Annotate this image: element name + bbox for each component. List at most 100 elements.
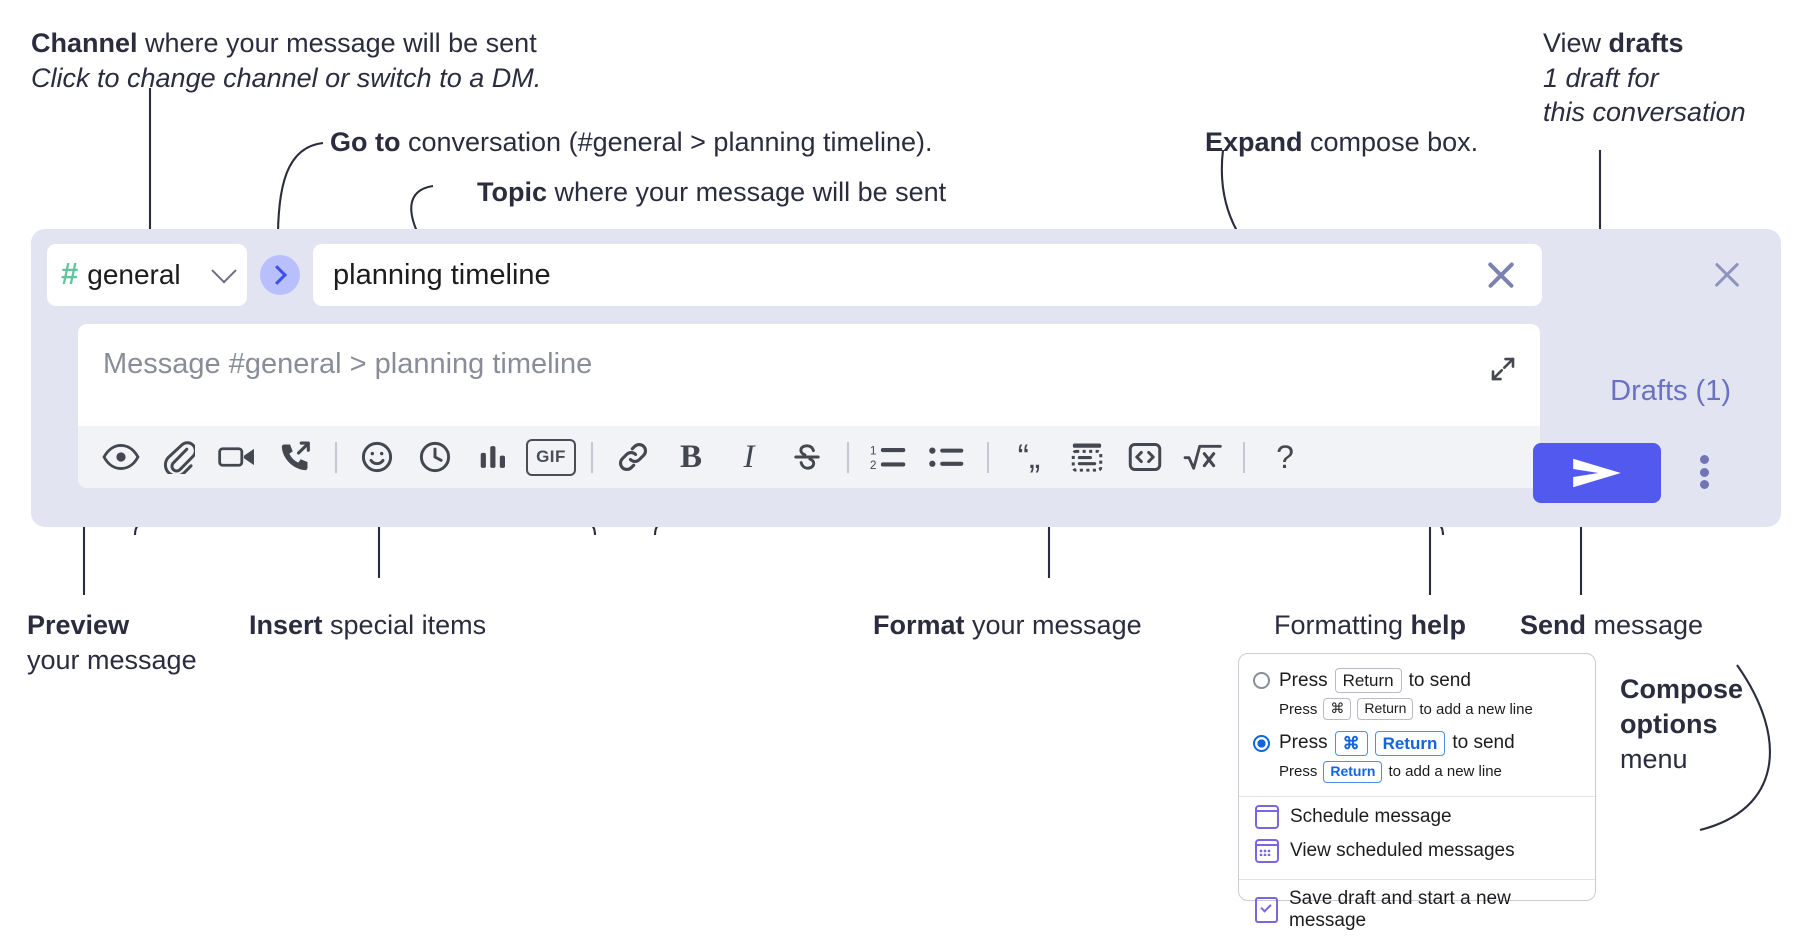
option1-sub-post: to add a new line <box>1419 700 1533 718</box>
annotation-goto-bold: Go to <box>330 127 401 157</box>
menu-item-save-draft[interactable]: Save draft and start a new message <box>1239 880 1595 940</box>
code-block-icon[interactable] <box>1058 431 1116 483</box>
emoji-icon[interactable] <box>348 431 406 483</box>
annotation-help-plain: Formatting <box>1274 610 1411 640</box>
annotation-drafts-bold: drafts <box>1608 28 1684 58</box>
hash-icon: # <box>61 255 79 291</box>
gif-label: GIF <box>526 438 576 476</box>
annotation-send-bold: Send <box>1520 610 1587 640</box>
option2-sub-pre: Press <box>1279 763 1318 781</box>
annotation-drafts-plain: View <box>1543 28 1609 58</box>
channel-name: general <box>87 259 181 290</box>
annotation-send: Send message <box>1520 608 1703 643</box>
option1-pre: Press <box>1279 669 1328 691</box>
annotation-expand: Expand compose box. <box>1205 125 1478 160</box>
svg-text:2: 2 <box>870 460 876 472</box>
clear-topic-icon[interactable] <box>1484 258 1518 292</box>
send-option-return[interactable]: Press Return to send Press ⌘ Return to a… <box>1239 668 1595 720</box>
reminder-clock-icon[interactable] <box>406 431 464 483</box>
annotation-compose-options-plain: menu <box>1620 744 1688 775</box>
annotation-preview-bold: Preview <box>27 610 130 640</box>
annotation-send-rest: message <box>1586 610 1704 640</box>
channel-selector[interactable]: # general <box>47 244 247 306</box>
annotation-compose-options-bold1: Compose <box>1620 674 1744 704</box>
gif-icon[interactable]: GIF <box>522 431 580 483</box>
menu-item-schedule-message[interactable]: Schedule message <box>1239 797 1595 837</box>
compose-options-menu: Press Return to send Press ⌘ Return to a… <box>1238 653 1596 931</box>
separator-2 <box>591 441 593 473</box>
menu-item-label: View scheduled messages <box>1290 839 1515 861</box>
compose-options-button[interactable] <box>1699 455 1709 489</box>
separator-4 <box>987 441 989 473</box>
send-paper-plane-icon <box>1573 458 1621 488</box>
italic-label: I <box>743 438 755 475</box>
radio-cmd-return[interactable] <box>1253 734 1270 752</box>
key-return-2: Return <box>1374 730 1446 756</box>
radio-return[interactable] <box>1253 672 1270 689</box>
chevron-right-icon <box>267 265 288 285</box>
bold-icon[interactable]: B <box>662 431 720 483</box>
key-command: ⌘ <box>1323 698 1352 720</box>
expand-compose-icon[interactable] <box>1488 354 1518 384</box>
annotation-expand-bold: Expand <box>1205 127 1303 157</box>
annotation-insert-rest: special items <box>322 610 487 640</box>
annotation-channel-rest: where your message will be sent <box>137 28 537 58</box>
link-icon[interactable] <box>604 431 662 483</box>
option2-pre: Press <box>1279 732 1328 754</box>
annotation-insert-bold: Insert <box>249 610 323 640</box>
chevron-down-icon <box>211 258 237 284</box>
preview-icon[interactable] <box>92 431 150 483</box>
annotation-channel-bold: Channel <box>31 28 138 58</box>
menu-item-label: Save draft and start a new message <box>1289 888 1511 932</box>
close-compose-icon[interactable] <box>1711 259 1743 291</box>
annotation-compose-options-bold2: options <box>1620 709 1718 740</box>
annotation-preview-line2: your message <box>27 644 197 675</box>
annotation-format-rest: your message <box>964 610 1142 640</box>
video-clip-icon[interactable] <box>208 431 266 483</box>
inline-code-icon[interactable] <box>1116 431 1174 483</box>
blockquote-icon[interactable]: “„ <box>1000 431 1058 483</box>
audio-clip-icon[interactable] <box>266 431 324 483</box>
compose-panel: # general planning timeline Message #gen… <box>31 229 1781 527</box>
drafts-link[interactable]: Drafts (1) <box>1610 375 1731 407</box>
annotation-format-bold: Format <box>873 610 965 640</box>
ordered-list-icon[interactable]: 1 2 <box>860 431 918 483</box>
italic-icon[interactable]: I <box>720 431 778 483</box>
annotation-goto: Go to conversation (#general > planning … <box>330 125 933 160</box>
topic-value: planning timeline <box>333 258 551 291</box>
goto-conversation-button[interactable] <box>260 255 300 295</box>
key-return-sub: Return <box>1357 698 1414 720</box>
bulleted-list-icon[interactable] <box>918 431 976 483</box>
message-placeholder: Message #general > planning timeline <box>103 348 593 380</box>
annotation-drafts-italic-1: 1 draft for <box>1543 62 1659 93</box>
poll-bars-icon[interactable] <box>464 431 522 483</box>
annotation-drafts-italic-2: this conversation <box>1543 97 1746 128</box>
menu-item-view-scheduled[interactable]: View scheduled messages <box>1239 837 1595 871</box>
menu-divider-2 <box>1239 878 1595 881</box>
strikethrough-icon[interactable] <box>778 431 836 483</box>
document-check-icon <box>1255 897 1278 924</box>
send-option-cmd-return[interactable]: Press ⌘ Return to send Press Return to a… <box>1239 730 1595 783</box>
message-input-box[interactable]: Message #general > planning timeline <box>78 324 1540 488</box>
formatting-help-icon[interactable]: ? <box>1256 431 1314 483</box>
bold-label: B <box>679 438 702 475</box>
option2-sub-post: to add a new line <box>1388 763 1502 781</box>
math-icon[interactable] <box>1174 431 1232 483</box>
separator-1 <box>335 441 337 473</box>
annotation-channel-italic: Click to change channel or switch to a D… <box>31 62 542 93</box>
annotation-topic-bold: Topic <box>477 177 547 207</box>
option2-post: to send <box>1452 732 1515 754</box>
svg-text:1: 1 <box>870 445 876 457</box>
attachment-icon[interactable] <box>150 431 208 483</box>
annotation-goto-rest: conversation (#general > planning timeli… <box>400 127 933 157</box>
topic-input[interactable]: planning timeline <box>313 244 1542 306</box>
key-command-2: ⌘ <box>1334 730 1368 756</box>
formatting-toolbar: GIF B I <box>78 426 1540 488</box>
menu-divider-1 <box>1239 795 1595 797</box>
send-button[interactable] <box>1533 443 1661 503</box>
separator-3 <box>847 441 849 473</box>
annotation-format: Format your message <box>873 608 1142 643</box>
annotation-topic-rest: where your message will be sent <box>547 177 947 207</box>
blockquote-glyph: “„ <box>1017 437 1041 476</box>
annotation-expand-rest: compose box. <box>1302 127 1479 157</box>
